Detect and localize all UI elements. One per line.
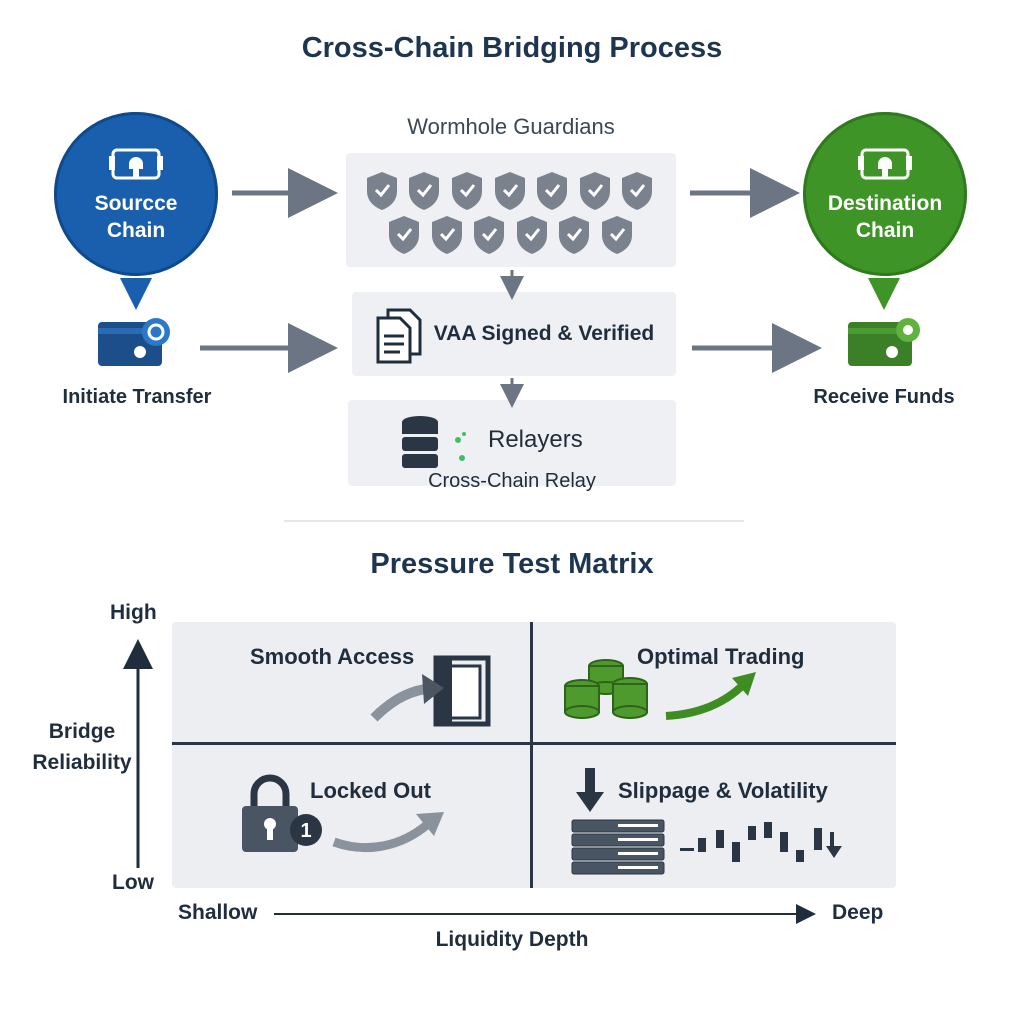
destination-wallet-icon bbox=[848, 318, 920, 366]
quadrant-slippage-volatility: Slippage & Volatility bbox=[618, 778, 828, 803]
x-axis-deep: Deep bbox=[832, 901, 884, 924]
coins-stack-icon bbox=[564, 659, 756, 720]
guardians-label: Wormhole Guardians bbox=[407, 114, 615, 139]
initiate-transfer-label: Initiate Transfer bbox=[62, 386, 212, 408]
matrix-horizontal-divider bbox=[172, 742, 896, 745]
quadrant-smooth-access: Smooth Access bbox=[250, 644, 415, 669]
x-axis-label: Liquidity Depth bbox=[435, 928, 589, 951]
matrix-title: Pressure Test Matrix bbox=[370, 548, 654, 580]
document-icon bbox=[376, 308, 422, 364]
matrix-vertical-divider bbox=[530, 622, 533, 888]
matrix-axes bbox=[123, 639, 816, 924]
door-icon bbox=[370, 655, 491, 727]
relay-sublabel: Cross-Chain Relay bbox=[428, 470, 596, 492]
wallet-icon bbox=[109, 148, 163, 180]
destination-chain-node: Destination Chain bbox=[803, 112, 967, 276]
relayers-label: Relayers bbox=[488, 426, 583, 453]
source-chain-node: Sourcce Chain bbox=[54, 112, 218, 276]
x-axis-shallow: Shallow bbox=[178, 901, 258, 924]
candlestick-chart-icon bbox=[680, 822, 842, 862]
source-chain-label: Sourcce Chain bbox=[94, 192, 178, 242]
page-title: Cross-Chain Bridging Process bbox=[301, 32, 723, 64]
receive-funds-label: Receive Funds bbox=[813, 386, 955, 408]
source-wallet-icon bbox=[98, 318, 170, 366]
relayers-panel: Relayers Cross-Chain Relay bbox=[348, 400, 676, 492]
vaa-label: VAA Signed & Verified bbox=[433, 322, 655, 345]
server-volatility-icon bbox=[571, 768, 842, 875]
wallet-icon bbox=[858, 148, 912, 180]
guardians-panel bbox=[346, 153, 676, 267]
y-axis-low: Low bbox=[112, 871, 154, 894]
quadrant-optimal-trading: Optimal Trading bbox=[637, 644, 805, 669]
lock-icon: 1 bbox=[242, 774, 444, 852]
y-axis-high: High bbox=[110, 601, 157, 624]
flow-arrows bbox=[120, 168, 900, 522]
quadrant-locked-out: Locked Out bbox=[310, 778, 432, 803]
svg-text:1: 1 bbox=[300, 820, 311, 842]
server-icon bbox=[402, 416, 466, 468]
vaa-panel: VAA Signed & Verified bbox=[352, 292, 676, 376]
destination-chain-label: Destination Chain bbox=[827, 192, 943, 242]
y-axis-label: Bridge Reliability bbox=[32, 720, 132, 774]
